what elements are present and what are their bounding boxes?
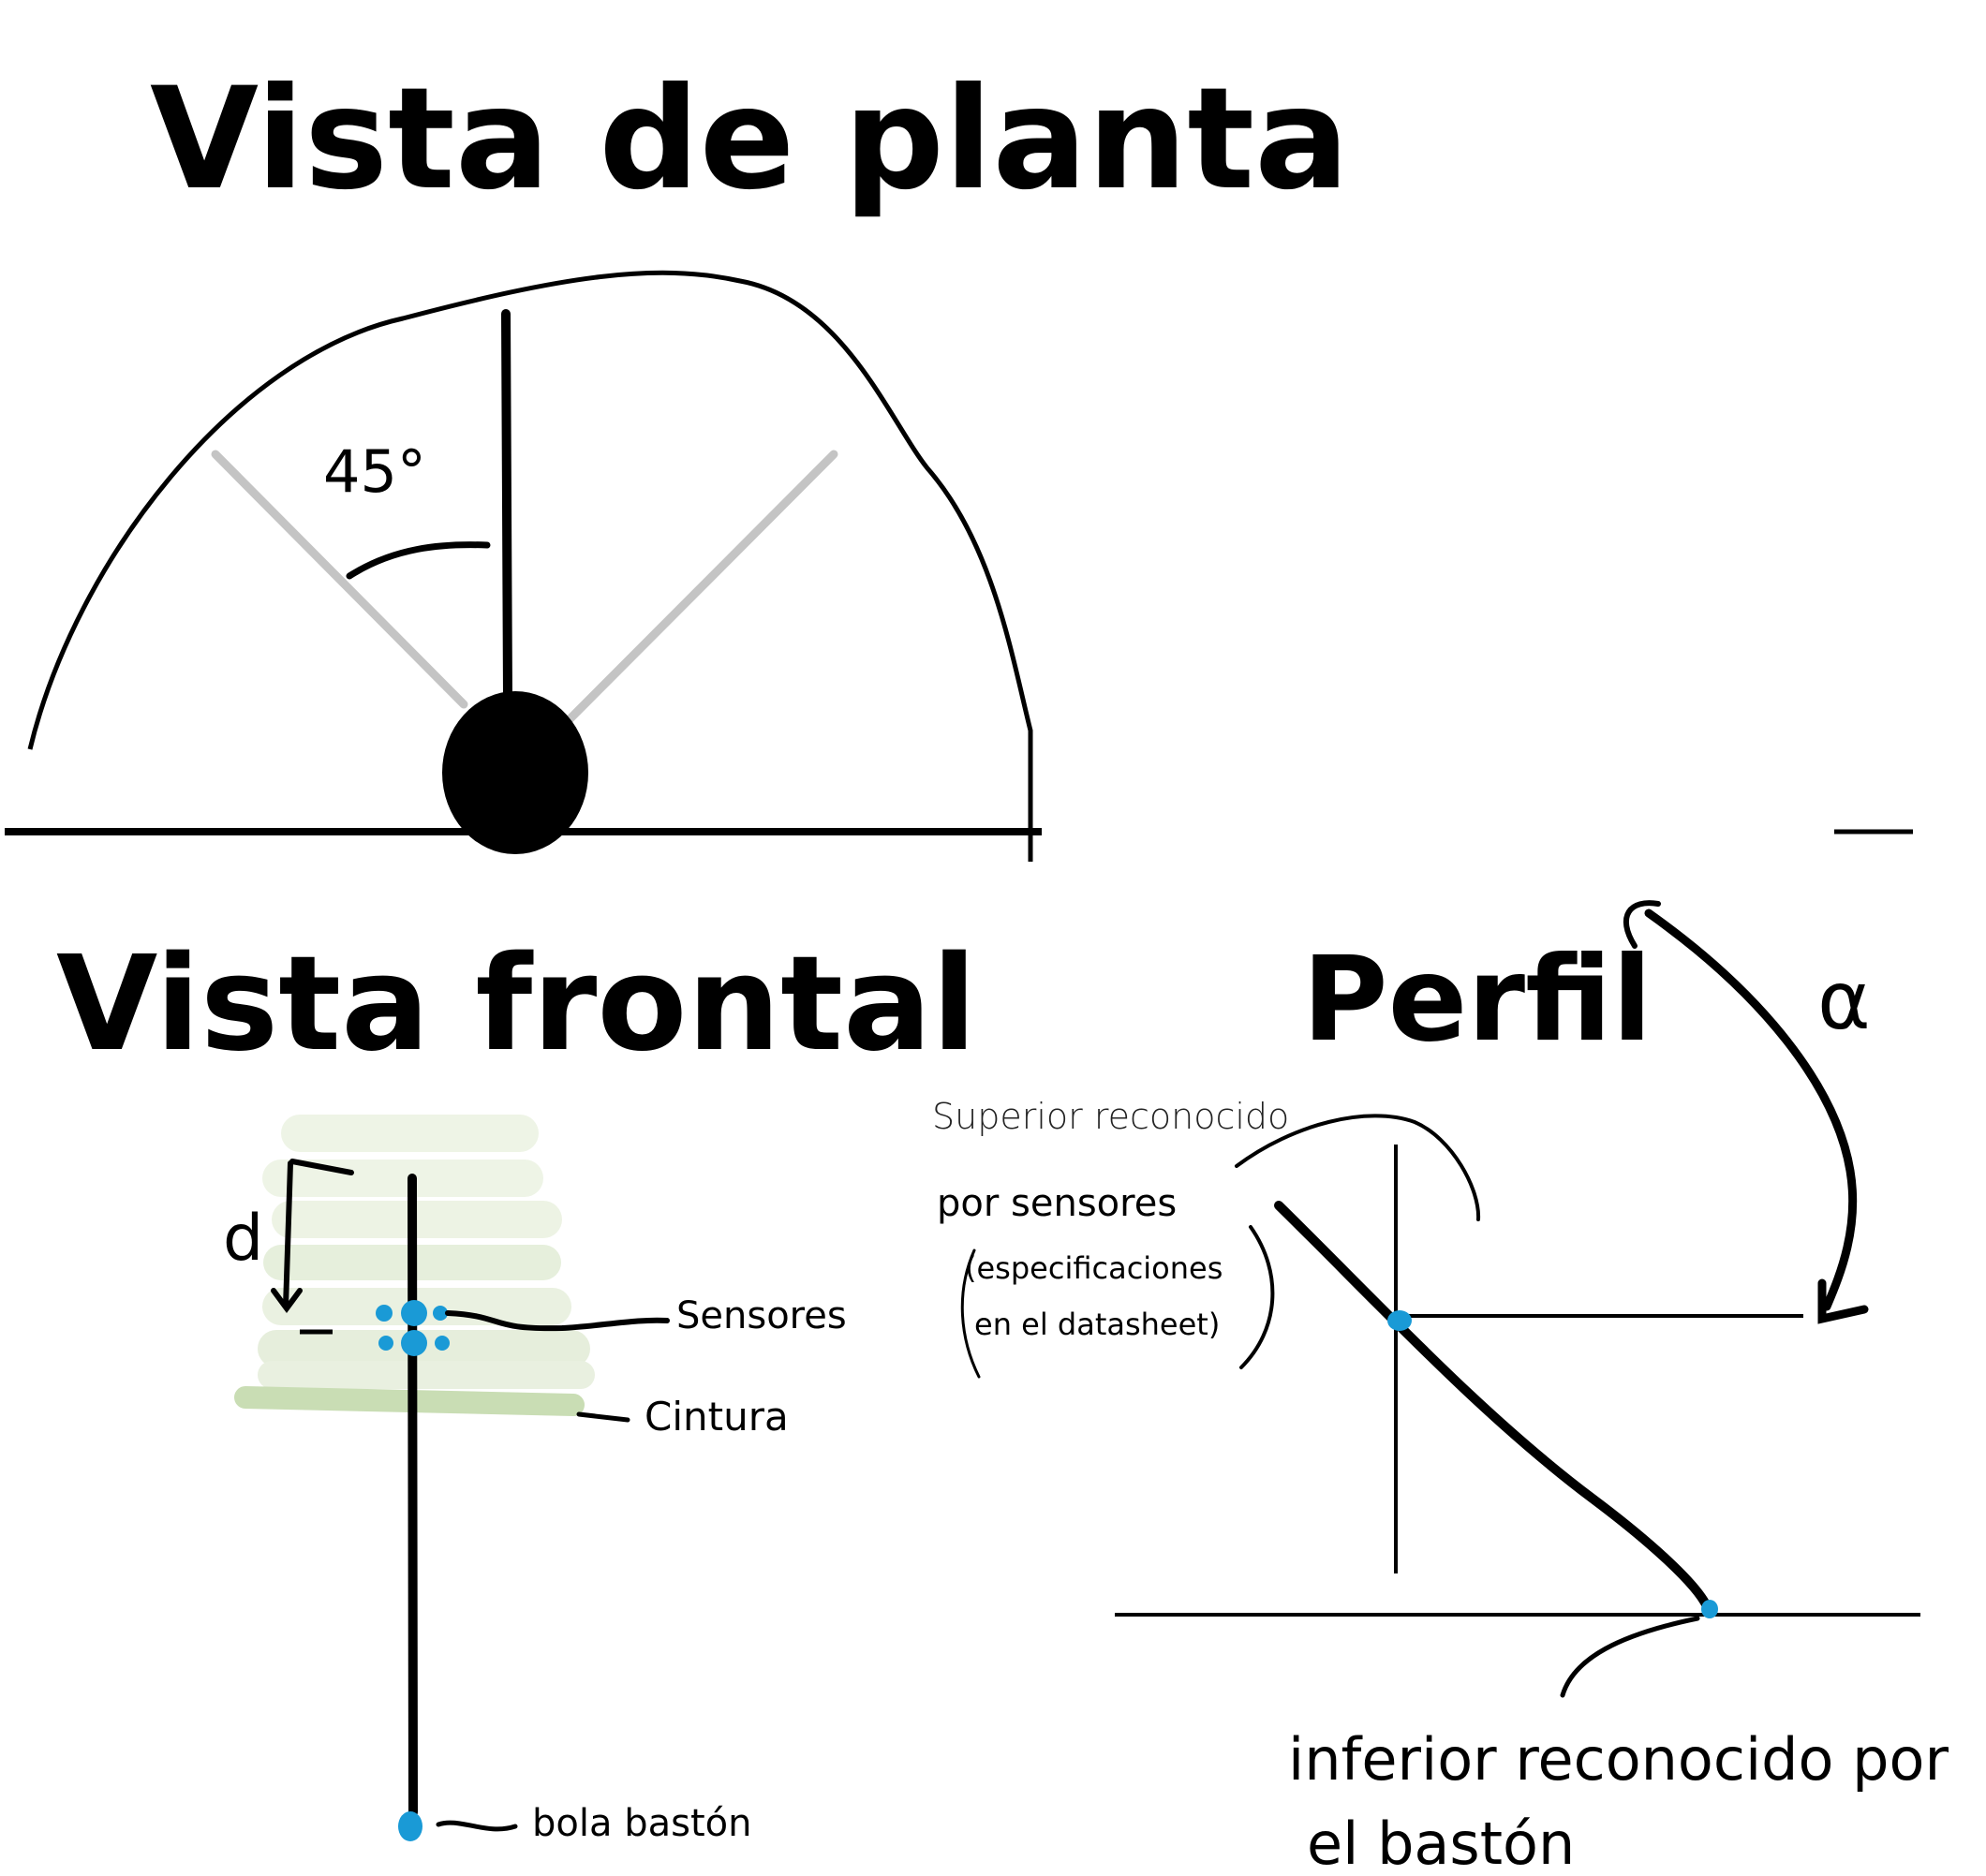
upper-sensor-point xyxy=(1387,1310,1412,1331)
profile-view: Perfil α Superior reconocido por sensore… xyxy=(932,900,1949,1876)
upper-label-line-2: por sensores xyxy=(937,1182,1177,1225)
plan-view: Vista de planta 45° xyxy=(5,58,1913,862)
spec-right-paren xyxy=(1239,1225,1275,1369)
spec-label-line-1: (especificaciones xyxy=(965,1250,1223,1286)
sensor-range-arc xyxy=(27,270,1033,862)
alpha-arrow-head-top xyxy=(1623,900,1661,949)
profile-view-title: Perfil xyxy=(1302,932,1653,1068)
ball-label: bola bastón xyxy=(532,1802,751,1845)
front-view: Vista frontal d Sensores xyxy=(56,928,977,1845)
upper-leader-arc xyxy=(1235,1114,1481,1221)
alpha-rotation-arrow xyxy=(1644,908,1858,1311)
lower-leader-arc xyxy=(1560,1616,1700,1698)
user-head xyxy=(442,691,588,854)
cane-body xyxy=(408,1174,418,1817)
sensors-label: Sensores xyxy=(676,1294,847,1337)
waist-label: Cintura xyxy=(645,1394,789,1440)
spec-label-line-2: en el datasheet) xyxy=(974,1307,1220,1342)
lower-label-line-1: inferior reconocido por xyxy=(1288,1725,1949,1794)
left-45-guide-line xyxy=(211,450,468,709)
alpha-arrow-head-bottom xyxy=(1817,1278,1869,1324)
angle-arc xyxy=(346,541,491,580)
front-view-title: Vista frontal xyxy=(56,928,977,1081)
cane-tip-ball xyxy=(398,1811,422,1841)
lower-label-line-2: el bastón xyxy=(1307,1810,1575,1876)
distance-arrow xyxy=(271,1159,354,1314)
angle-label: 45° xyxy=(323,437,426,506)
sensors-leader-line xyxy=(445,1310,670,1332)
sensor-cluster xyxy=(376,1300,450,1356)
spec-left-paren xyxy=(960,1248,981,1379)
plan-view-title: Vista de planta xyxy=(150,58,1349,221)
cane-diagonal xyxy=(1274,1201,1712,1611)
ball-leader-line xyxy=(436,1820,518,1832)
waist-leader-line xyxy=(576,1411,630,1423)
distance-label: d xyxy=(223,1202,263,1276)
lower-contact-point xyxy=(1701,1600,1718,1618)
upper-label-line-1: Superior reconocido xyxy=(932,1096,1289,1137)
right-45-guide-line xyxy=(565,450,838,724)
alpha-label: α xyxy=(1817,954,1871,1048)
center-direction-line xyxy=(501,309,512,702)
